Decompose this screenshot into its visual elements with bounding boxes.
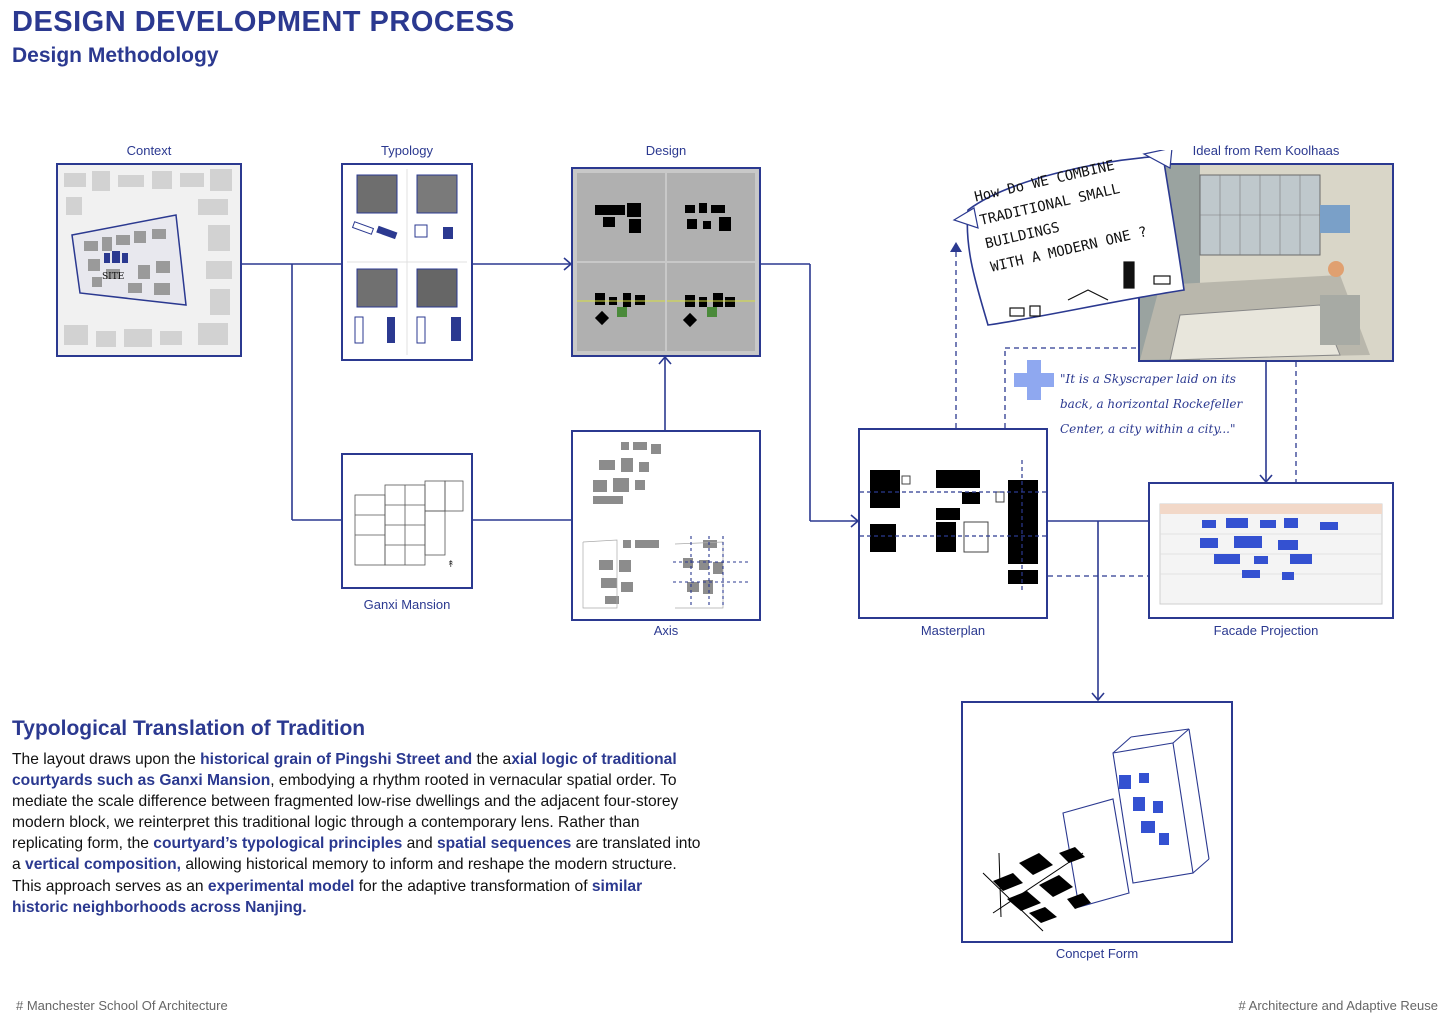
facade-label: Facade Projection <box>1213 623 1319 638</box>
concept-label: Concpet Form <box>1055 946 1139 961</box>
highlight-phrase: historical grain of Pingshi Street and <box>200 751 473 768</box>
axis-panel <box>571 430 761 621</box>
typology-panel <box>341 163 473 361</box>
footer-course: # Architecture and Adaptive Reuse <box>1238 998 1438 1013</box>
site-tag: SITE <box>102 272 124 282</box>
context-label: Context <box>126 143 172 158</box>
concept-panel <box>961 701 1233 943</box>
footer-school: # Manchester School Of Architecture <box>16 998 228 1013</box>
design-options-image <box>573 169 759 355</box>
typology-label: Typology <box>380 143 434 158</box>
typology-diagram-image <box>347 169 467 355</box>
paragraph-text: and <box>402 835 437 853</box>
facade-panel <box>1148 482 1394 619</box>
plus-icon <box>1014 360 1054 400</box>
axis-label: Axis <box>653 623 679 638</box>
axis-diagrams-image <box>582 442 751 609</box>
svg-text:↟: ↟ <box>447 560 455 570</box>
paragraph-text: The layout draws upon the <box>12 751 201 768</box>
ganxi-panel: ↟ <box>341 453 473 589</box>
highlight-phrase: courtyard’s typological principles <box>153 835 403 853</box>
masterplan-label: Masterplan <box>920 623 986 638</box>
section-paragraph: The layout draws upon the historical gra… <box>12 749 702 918</box>
koolhaas-illustration-image <box>1140 165 1392 360</box>
speech-bubble-shape <box>952 150 1185 326</box>
highlight-phrase: vertical composition, <box>25 856 181 874</box>
masterplan-panel <box>858 428 1048 619</box>
highlight-phrase: spatial sequences <box>436 835 572 853</box>
design-panel <box>571 167 761 357</box>
page-title: DESIGN DEVELOPMENT PROCESS <box>12 6 515 38</box>
section-heading: Typological Translation of Tradition <box>12 717 366 740</box>
design-label: Design <box>645 143 687 158</box>
ganxi-label: Ganxi Mansion <box>363 597 451 612</box>
concept-form-image <box>982 728 1210 932</box>
context-panel: SITE <box>56 163 242 357</box>
ganxi-plan-image: ↟ <box>354 480 464 570</box>
koolhaas-label: Ideal from Rem Koolhaas <box>1192 143 1340 158</box>
highlight-phrase: experimental model <box>207 877 355 895</box>
masterplan-image <box>860 460 1046 590</box>
highlight-phrase: similar historic neighborhoods across Na… <box>12 877 643 916</box>
koolhaas-quote: "It is a Skyscraper laid on its back, a … <box>1060 372 1243 436</box>
context-map-image: SITE <box>58 165 240 355</box>
koolhaas-panel <box>1138 163 1394 362</box>
facade-projection-image <box>1159 503 1383 605</box>
paragraph-text: allowing historical memory to inform and… <box>12 856 677 895</box>
paragraph-text: are translated into a <box>12 835 701 874</box>
page-subtitle: Design Methodology <box>12 44 219 67</box>
paragraph-text: the a <box>472 751 512 768</box>
paragraph-text: for the adaptive transformation of <box>354 877 592 895</box>
highlight-phrase: xial logic of traditional courtyards suc… <box>12 751 677 790</box>
paragraph-text: , embodying a rhythm rooted in vernacula… <box>12 772 679 853</box>
